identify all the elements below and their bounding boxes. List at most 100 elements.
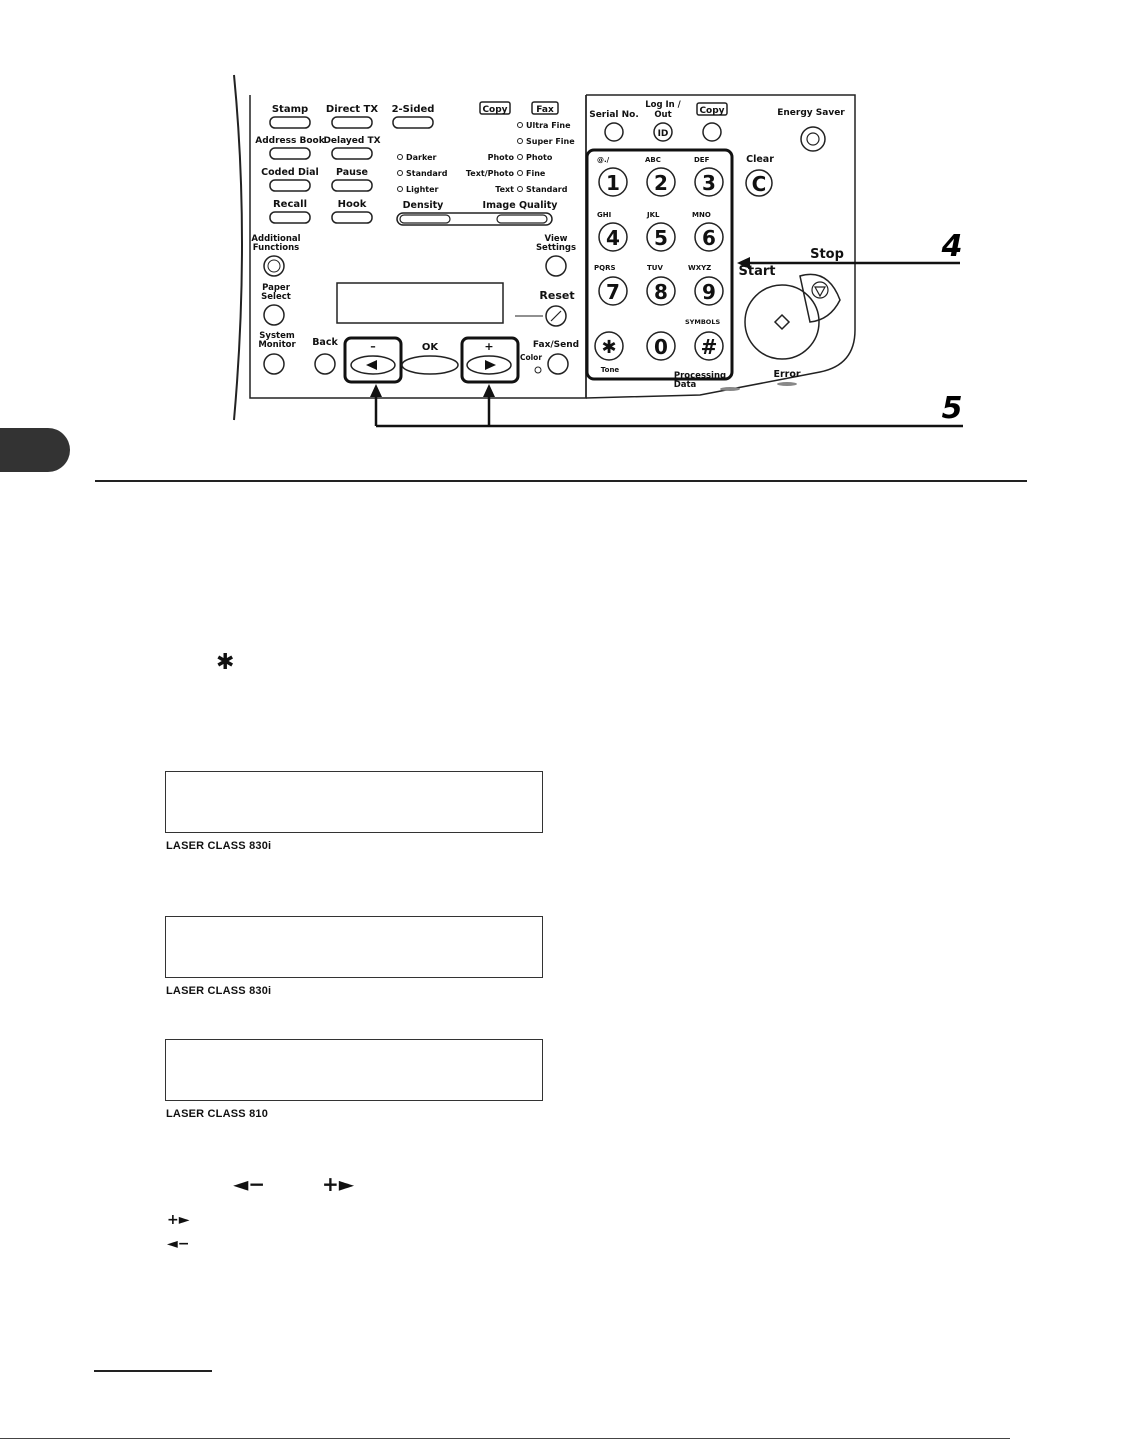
lcd-display bbox=[336, 282, 504, 324]
address-book-label: Address Book bbox=[255, 136, 325, 146]
log-in-out-button[interactable] bbox=[653, 122, 673, 142]
svg-text:JKL: JKL bbox=[646, 211, 660, 219]
key-7-button[interactable] bbox=[598, 276, 628, 306]
keypad-highlight bbox=[585, 148, 734, 381]
log-in-out-label: Log In / bbox=[645, 100, 681, 110]
control-panel-illustration: Stamp Direct TX 2-Sided Copy Fax Ultra F… bbox=[233, 74, 963, 428]
photo-label: Photo bbox=[488, 153, 515, 162]
plus-right-line-icon: +► bbox=[167, 1212, 190, 1228]
start-icon bbox=[773, 313, 791, 331]
delayed-tx-button[interactable] bbox=[331, 147, 373, 160]
image-quality-button[interactable] bbox=[496, 214, 548, 224]
ultra-fine-label: Ultra Fine bbox=[526, 121, 571, 130]
stop-label: Stop bbox=[810, 247, 844, 262]
key-5-button[interactable] bbox=[646, 222, 676, 252]
clear-label: Clear bbox=[746, 154, 774, 165]
svg-text:Settings: Settings bbox=[536, 243, 576, 253]
back-button[interactable] bbox=[314, 353, 336, 375]
key-3-button[interactable] bbox=[694, 167, 724, 197]
key-4-button[interactable] bbox=[598, 222, 628, 252]
svg-text:#: # bbox=[701, 335, 718, 359]
svg-text:MNO: MNO bbox=[692, 211, 711, 219]
density-button[interactable] bbox=[399, 214, 451, 224]
key-8-button[interactable] bbox=[646, 276, 676, 306]
key-0-button[interactable] bbox=[646, 331, 676, 361]
direct-tx-button[interactable] bbox=[331, 116, 373, 129]
direct-tx-label: Direct TX bbox=[326, 104, 378, 115]
stop-button[interactable] bbox=[811, 281, 829, 299]
key-hash-button[interactable] bbox=[694, 331, 724, 361]
address-book-button[interactable] bbox=[269, 147, 311, 160]
svg-text:+: + bbox=[484, 340, 493, 353]
two-sided-label: 2-Sided bbox=[392, 104, 435, 115]
ok-button[interactable] bbox=[401, 355, 459, 375]
paper-select-label: Paper bbox=[262, 283, 291, 293]
text-label: Text bbox=[495, 185, 514, 194]
svg-text:@./: @./ bbox=[597, 156, 610, 164]
svg-text:2: 2 bbox=[654, 171, 668, 195]
svg-text:SYMBOLS: SYMBOLS bbox=[685, 318, 720, 326]
fax-send-button[interactable] bbox=[547, 353, 569, 375]
key-6-button[interactable] bbox=[694, 222, 724, 252]
footnote-rule bbox=[94, 1370, 212, 1372]
left-minus-button[interactable] bbox=[350, 355, 396, 375]
stamp-button[interactable] bbox=[269, 116, 311, 129]
lighter-label: Lighter bbox=[406, 185, 439, 194]
reset-button[interactable] bbox=[545, 305, 567, 327]
key-asterisk-button[interactable] bbox=[594, 331, 624, 361]
error-label: Error bbox=[773, 369, 800, 380]
plus-right-button[interactable] bbox=[466, 355, 512, 375]
stamp-label: Stamp bbox=[272, 104, 308, 115]
standard-option-label: Standard bbox=[526, 185, 568, 194]
svg-text:DEF: DEF bbox=[694, 156, 710, 164]
coded-dial-button[interactable] bbox=[269, 179, 311, 192]
svg-text:Out: Out bbox=[654, 110, 671, 120]
recall-label: Recall bbox=[273, 199, 307, 210]
fax-tag: Fax bbox=[536, 105, 554, 115]
paper-select-button[interactable] bbox=[263, 304, 285, 326]
density-label: Density bbox=[403, 200, 445, 211]
processing-data-label: Processing bbox=[674, 371, 726, 381]
system-monitor-label: System bbox=[259, 331, 295, 341]
key-2-button[interactable] bbox=[646, 167, 676, 197]
back-label: Back bbox=[312, 337, 338, 348]
clear-button[interactable] bbox=[745, 169, 773, 197]
energy-saver-label: Energy Saver bbox=[777, 108, 845, 118]
super-fine-label: Super Fine bbox=[526, 137, 575, 146]
key-9-button[interactable] bbox=[694, 276, 724, 306]
svg-text:9: 9 bbox=[702, 280, 716, 304]
svg-text:ABC: ABC bbox=[645, 156, 661, 164]
view-settings-button[interactable] bbox=[545, 255, 567, 277]
pause-button[interactable] bbox=[331, 179, 373, 192]
two-sided-button[interactable] bbox=[392, 116, 434, 129]
svg-text:TUV: TUV bbox=[647, 264, 663, 272]
asterisk-icon: ✱ bbox=[216, 650, 235, 675]
energy-saver-button[interactable] bbox=[800, 126, 826, 152]
key-1-button[interactable] bbox=[598, 167, 628, 197]
serial-no-button[interactable] bbox=[604, 122, 624, 142]
footer-rule bbox=[0, 1438, 1010, 1439]
view-settings-label: View bbox=[545, 234, 568, 244]
svg-text:✱: ✱ bbox=[601, 337, 616, 358]
svg-text:8: 8 bbox=[654, 280, 668, 304]
start-button[interactable] bbox=[744, 284, 820, 360]
recall-button[interactable] bbox=[269, 211, 311, 224]
fax-send-label: Fax/Send bbox=[533, 340, 579, 350]
image-quality-label: Image Quality bbox=[483, 200, 559, 211]
lcd-screen-2 bbox=[165, 916, 543, 978]
lcd-caption-2: LASER CLASS 830i bbox=[166, 985, 272, 997]
left-minus-line-icon: ◄− bbox=[167, 1236, 190, 1252]
system-monitor-button[interactable] bbox=[263, 353, 285, 375]
lcd-screen-1 bbox=[165, 771, 543, 833]
hook-label: Hook bbox=[338, 199, 367, 210]
step-4-callout: 4 bbox=[941, 229, 963, 264]
additional-functions-button[interactable] bbox=[263, 255, 285, 277]
stop-icon bbox=[813, 286, 827, 298]
hook-button[interactable] bbox=[331, 211, 373, 224]
id-icon: ID bbox=[658, 129, 669, 139]
copy-mode-button[interactable] bbox=[702, 122, 722, 142]
svg-text:–: – bbox=[370, 340, 376, 353]
left-minus-highlight bbox=[343, 336, 403, 384]
step-5-callout: 5 bbox=[942, 391, 963, 426]
svg-text:4: 4 bbox=[606, 226, 620, 250]
